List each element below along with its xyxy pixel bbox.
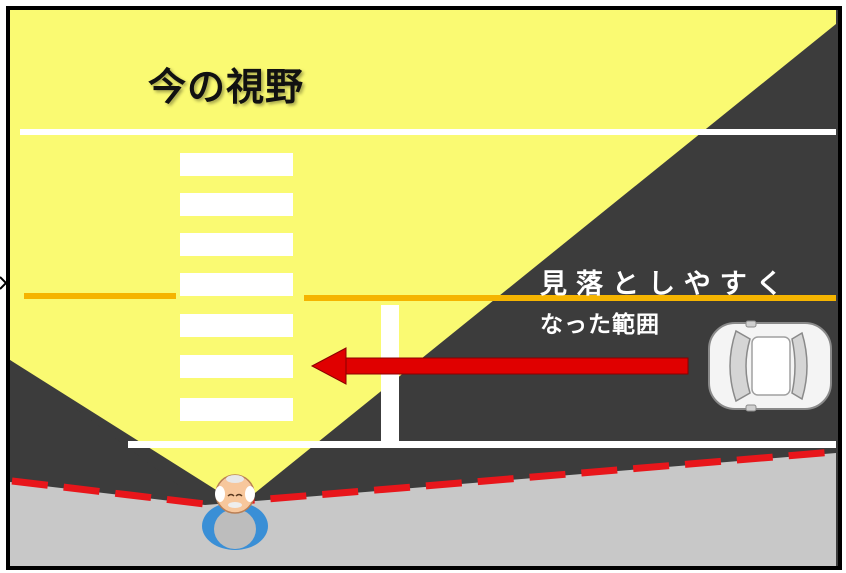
left-arrow-icon [310,347,689,385]
external-pointer-arrow [0,276,8,290]
center-line-right [304,295,836,301]
diagram-frame [6,6,842,570]
blind-area-label-line2: なった範囲 [540,312,660,338]
white-car-icon [708,320,832,412]
stop-line [381,305,399,446]
blind-area-label-line1: 見落としやすく [540,269,792,300]
crosswalk-stripe [180,314,293,337]
crosswalk [180,153,293,421]
center-line-left [24,293,176,299]
elderly-person-icon [202,474,268,550]
crosswalk-stripe [180,233,293,256]
crosswalk-stripe [180,153,293,176]
upper-lane-line [20,129,836,135]
crosswalk-stripe [180,273,293,296]
lower-lane-line [128,441,836,448]
diagram-title: 今の視野 [148,65,305,109]
crosswalk-stripe [180,398,293,421]
left-blind-zone [10,360,205,505]
crosswalk-stripe [180,193,293,216]
crosswalk-stripe [180,355,293,378]
